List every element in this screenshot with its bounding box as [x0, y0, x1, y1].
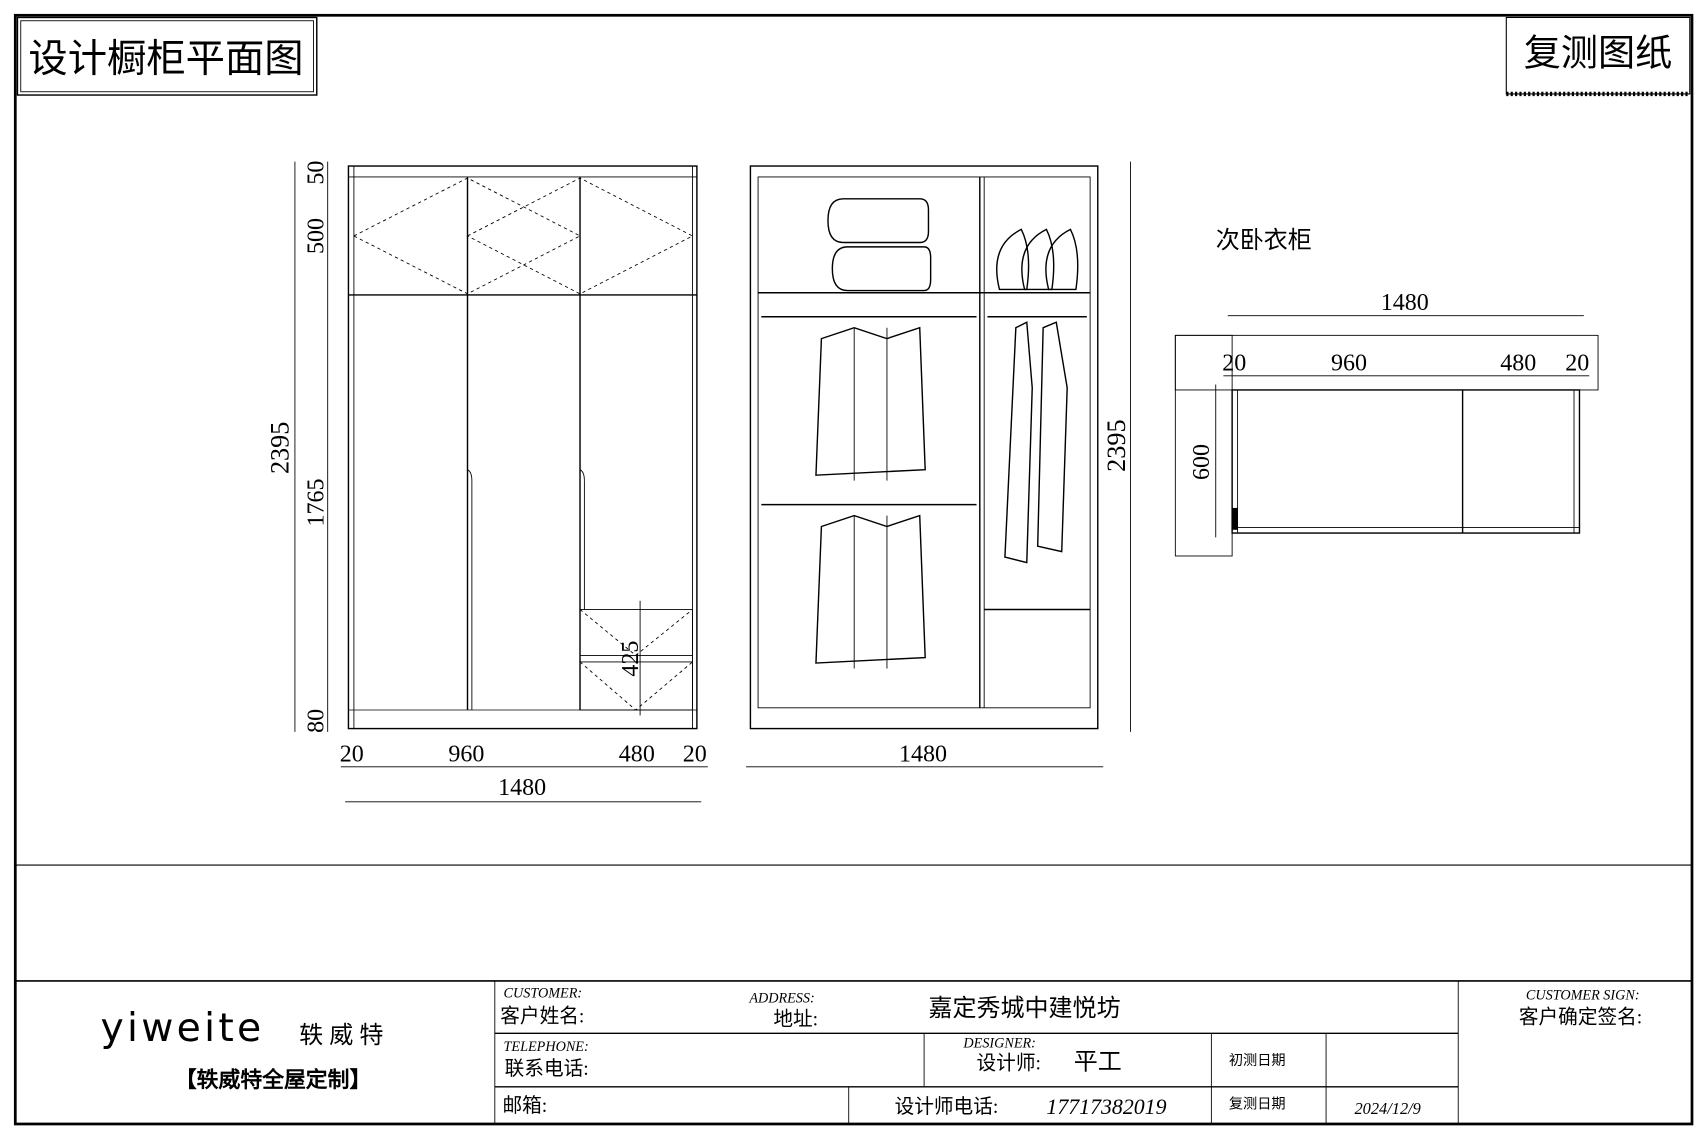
designer-phone: 17717382019 — [1046, 1095, 1166, 1119]
title-block: yiweite 轶 威 特 【轶威特全屋定制】 CUSTOMER: 客户姓名: … — [15, 980, 1692, 1124]
plan-side-right: 20 — [1565, 350, 1589, 376]
designer-label-en: DESIGNER: — [962, 1036, 1036, 1052]
plan-depth-dim: 600 — [1189, 444, 1215, 480]
remeasure-date: 2024/12/9 — [1354, 1099, 1420, 1118]
customer-label-en: CUSTOMER: — [504, 985, 583, 1001]
email-label: 邮箱: — [502, 1095, 547, 1117]
plan-side-left: 20 — [1222, 350, 1246, 376]
dim-right: 480 — [619, 741, 655, 767]
brand-name-cn: 轶 威 特 — [299, 1022, 383, 1049]
front-view: 425 2395 50 500 1765 80 20 960 480 20 14… — [265, 161, 708, 803]
first-measure-label: 初测日期 — [1229, 1052, 1286, 1069]
dim-side-right: 20 — [683, 741, 707, 767]
drawer-height-dim: 425 — [618, 641, 644, 677]
customer-sign-label: 客户确定签名: — [1519, 1006, 1642, 1028]
dim-total-height: 2395 — [265, 422, 294, 474]
dim-bottom: 80 — [303, 709, 329, 733]
dim-side-left: 20 — [340, 741, 364, 767]
address-value: 嘉定秀城中建悦坊 — [928, 994, 1120, 1022]
remeasure-label: 复测日期 — [1229, 1096, 1286, 1113]
telephone-label: 联系电话: — [505, 1058, 589, 1080]
address-label-en: ADDRESS: — [748, 991, 814, 1007]
plan-right: 480 — [1500, 350, 1536, 376]
brand-slogan: 【轶威特全屋定制】 — [175, 1067, 371, 1093]
designer-phone-label: 设计师电话: — [895, 1096, 999, 1118]
sheet-title: 设计橱柜平面图 — [28, 37, 303, 81]
sheet-border — [13, 13, 1694, 1126]
designer-label: 设计师: — [977, 1052, 1041, 1074]
pillow-icon — [996, 228, 1079, 291]
plan-view: 次卧衣柜 1480 20 960 480 20 600 — [1174, 226, 1599, 557]
dim-left: 960 — [448, 741, 484, 767]
dim-lower: 1765 — [303, 478, 329, 526]
interior-height-dim: 2395 — [1102, 419, 1131, 471]
stamp-text: 复测图纸 — [1524, 32, 1673, 75]
customer-sign-label-en: CUSTOMER SIGN: — [1526, 987, 1640, 1003]
address-label: 地址: — [773, 1009, 818, 1031]
dim-total-width: 1480 — [498, 775, 546, 801]
dim-top: 50 — [303, 161, 329, 185]
plan-total-dim: 1480 — [1381, 290, 1429, 316]
coat-icon — [1004, 321, 1068, 564]
customer-label: 客户姓名: — [500, 1005, 584, 1027]
stamp-box: 复测图纸 — [1505, 16, 1691, 97]
plan-left: 960 — [1331, 350, 1367, 376]
interior-view: 2395 1480 — [746, 161, 1131, 767]
brand-name: yiweite — [100, 1006, 264, 1051]
interior-width-dim: 1480 — [899, 741, 947, 767]
sheet-title-box: 设计橱柜平面图 — [16, 16, 318, 96]
designer-value: 平工 — [1074, 1047, 1122, 1075]
hanging-clothes-icon — [815, 326, 926, 669]
towel-icon — [827, 198, 932, 292]
telephone-label-en: TELEPHONE: — [504, 1039, 589, 1055]
plan-title: 次卧衣柜 — [1216, 226, 1312, 254]
dim-upper: 500 — [303, 218, 329, 254]
